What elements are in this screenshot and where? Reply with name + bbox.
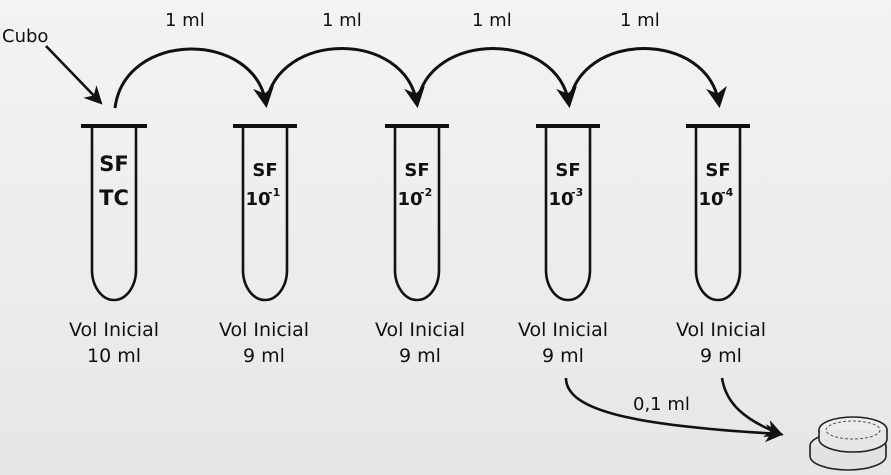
transfer-label-2: 1 ml [322,10,362,31]
tube-5-line1: SF [705,160,730,181]
tube-3-vol-value: 9 ml [399,345,441,367]
source-label: Cubo [2,26,48,47]
transfer-arrow-4 [567,47,727,109]
tube-5-vol-value: 9 ml [700,345,742,367]
tube-1-line1: SF [99,152,128,176]
tube-1-vol-value: 10 ml [87,345,141,367]
tube-2: SF 10 -1 [233,124,297,302]
tube-1-line2: TC [99,186,129,210]
tube-3-line2: 10 [397,189,422,210]
tube-3-exponent: -2 [420,186,432,199]
tube-4: SF 10 -3 [536,124,600,302]
tube-2-exponent: -1 [268,186,280,199]
plating-arrow-2 [720,377,784,438]
tube-4-exponent: -3 [571,186,583,199]
transfer-label-3: 1 ml [472,10,512,31]
tube-2-vol-value: 9 ml [243,345,285,367]
tube-2-line2: 10 [245,189,270,210]
tube-1: SF TC [81,124,147,302]
tube-4-line1: SF [555,160,580,181]
tube-4-line2: 10 [548,189,573,210]
tube-4-vol-label: Vol Inicial [518,319,608,341]
tube-4-vol-value: 9 ml [542,345,584,367]
tube-3: SF 10 -2 [385,124,449,302]
transfer-label-4: 1 ml [620,10,660,31]
tube-5-vol-label: Vol Inicial [676,319,766,341]
tube-2-vol-label: Vol Inicial [219,319,309,341]
tube-5-exponent: -4 [721,186,734,199]
tube-3-vol-label: Vol Inicial [375,319,465,341]
petri-dish-icon [809,416,888,471]
transfer-arrow-1 [113,47,274,109]
tube-5-line2: 10 [698,189,723,210]
tube-3-line1: SF [404,160,429,181]
tube-1-vol-label: Vol Inicial [69,319,159,341]
transfer-arrow-2 [264,47,425,109]
plating-arrow-1 [564,377,784,443]
transfer-arrow-3 [415,47,577,109]
tube-2-line1: SF [252,160,277,181]
source-arrow [45,45,103,105]
plating-label: 0,1 ml [633,394,690,415]
transfer-label-1: 1 ml [165,10,205,31]
tube-5: SF 10 -4 [686,124,750,302]
